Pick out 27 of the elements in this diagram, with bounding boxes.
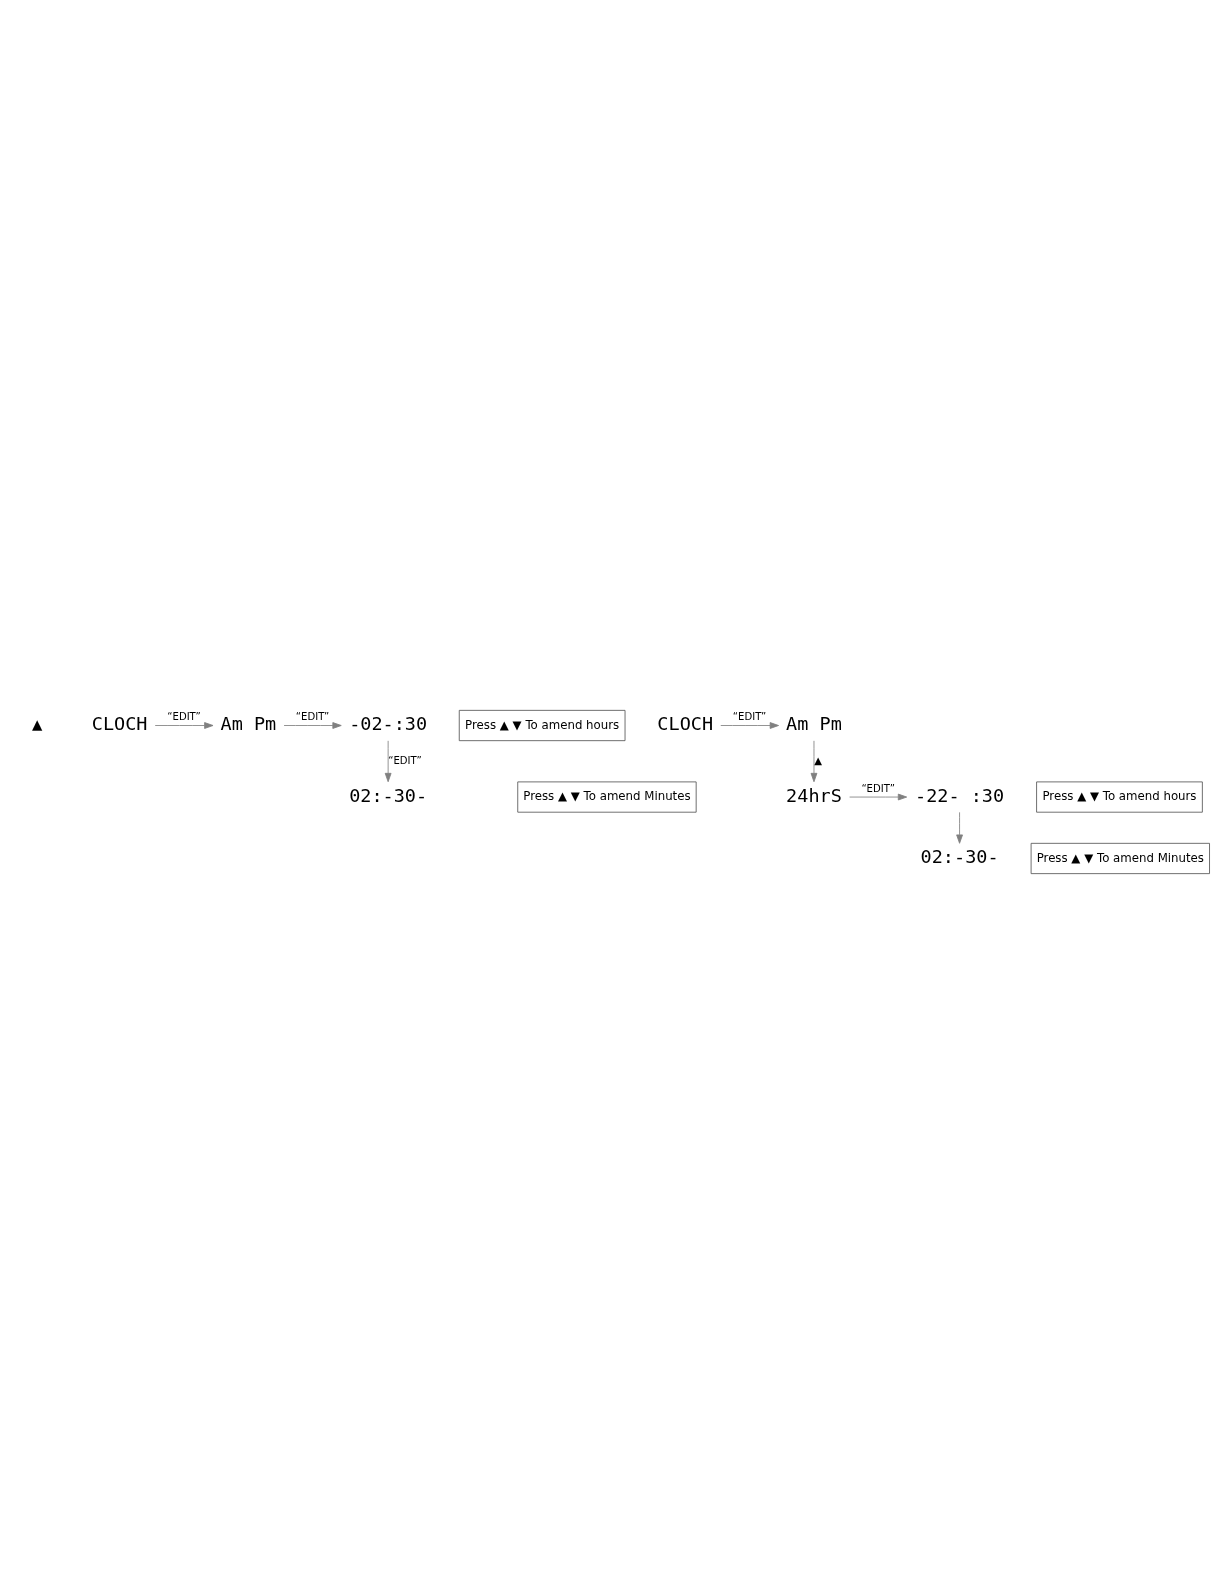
node-box: Press ▲ ▼ To amend Minutes — [517, 781, 697, 813]
edge-label: “EDIT” — [388, 754, 422, 766]
label: ▲ — [32, 716, 43, 732]
arrow — [283, 722, 342, 729]
arrow — [154, 722, 214, 729]
node-text: Am Pm — [786, 713, 842, 735]
node-text: 02:-30- — [920, 846, 999, 868]
arrow — [384, 740, 392, 783]
edge-label: “EDIT” — [732, 711, 767, 723]
arrow — [956, 811, 963, 844]
node-text: 24hrS — [786, 784, 842, 806]
edge-label: “EDIT” — [295, 711, 330, 723]
node-box: Press ▲ ▼ To amend hours — [458, 709, 626, 742]
node-text: 02:-30- — [349, 784, 428, 806]
node-text: Am Pm — [220, 713, 277, 735]
edge-label: “EDIT” — [861, 782, 895, 794]
node-box: Press ▲ ▼ To amend hours — [1036, 781, 1203, 813]
arrow — [849, 793, 908, 801]
node-text: -22- :30 — [915, 784, 1005, 806]
arrow — [720, 722, 779, 729]
node-text: -02-:30 — [349, 713, 428, 735]
arrow — [810, 740, 818, 783]
node-box: Press ▲ ▼ To amend Minutes — [1030, 842, 1210, 875]
node-text: CLOCH — [657, 713, 714, 735]
edge-label: ▲ — [814, 754, 823, 766]
edge-label: “EDIT” — [167, 711, 201, 723]
node-text: CLOCH — [91, 713, 148, 735]
